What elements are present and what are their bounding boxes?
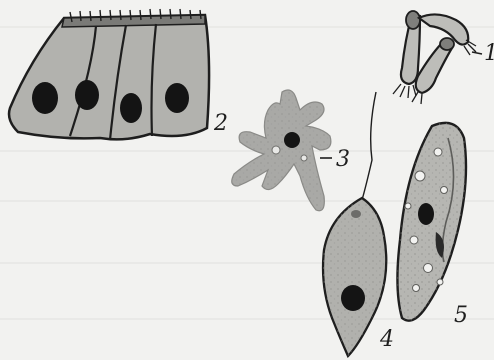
- nucleus: [75, 80, 99, 110]
- eyespot: [351, 210, 361, 218]
- epithelium-cells: [9, 9, 209, 140]
- nucleus: [165, 83, 189, 113]
- ciliated-organisms: [393, 11, 482, 104]
- euglena: [323, 92, 386, 356]
- label-5: 5: [454, 303, 468, 328]
- nucleus: [418, 203, 434, 225]
- nucleus: [341, 285, 365, 311]
- nucleus: [120, 93, 142, 123]
- nucleus: [32, 82, 58, 114]
- epithelium-outline: [9, 15, 209, 139]
- label-1: 1: [484, 41, 494, 66]
- nucleus: [284, 132, 300, 148]
- label-4: 4: [379, 327, 394, 352]
- paramecium: [397, 123, 466, 321]
- label-3: 3: [336, 147, 350, 172]
- label-2: 2: [213, 111, 228, 136]
